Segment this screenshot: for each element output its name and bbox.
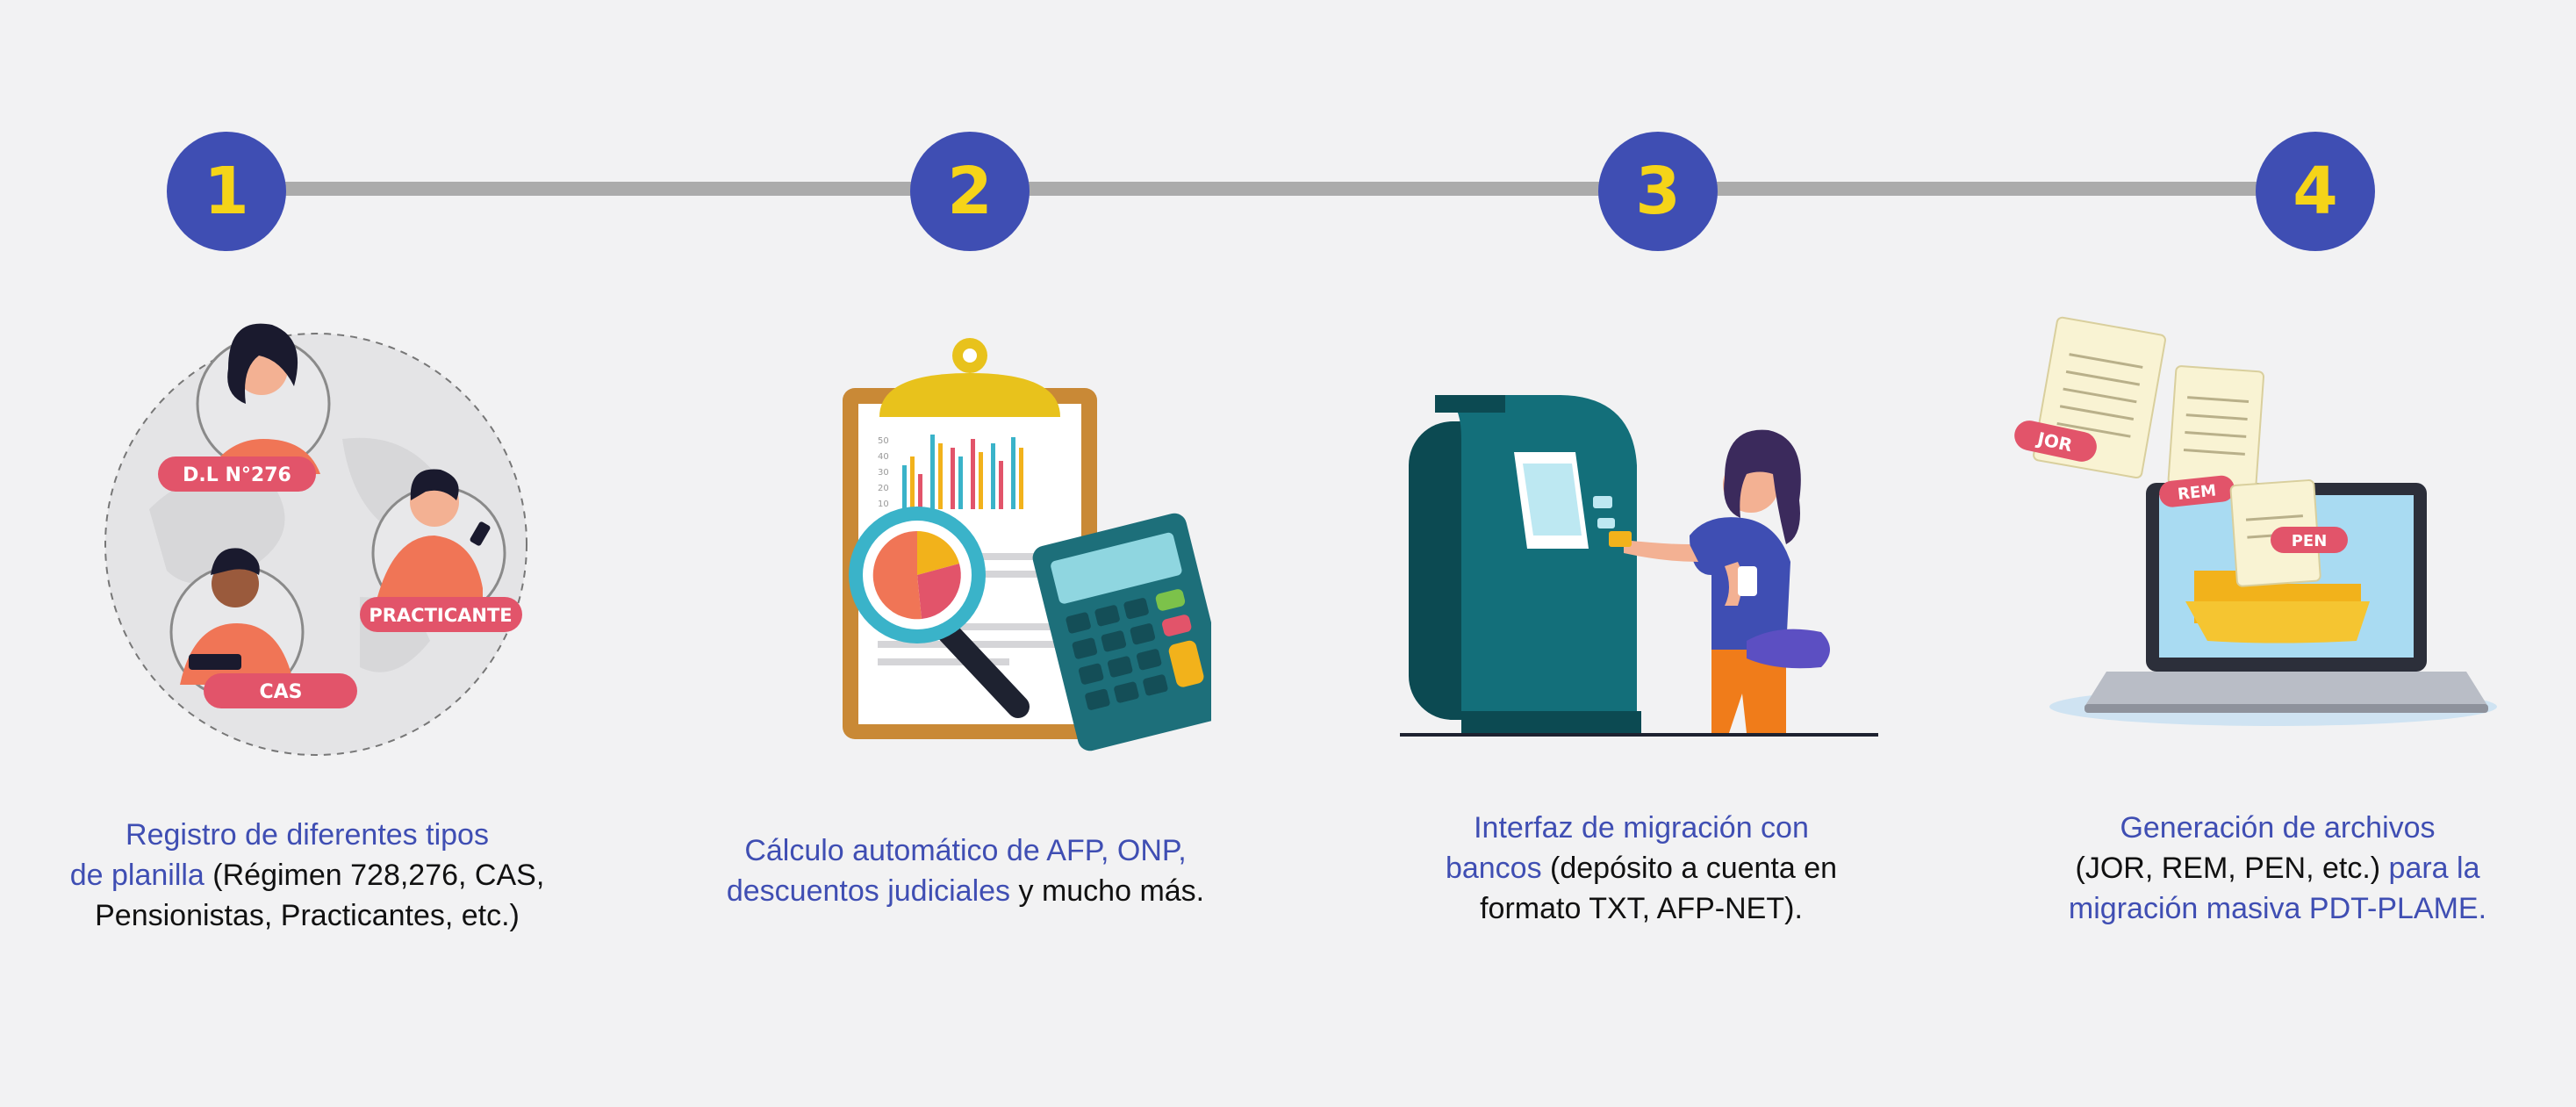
atm-screen	[1523, 464, 1582, 536]
badge-pen: PEN	[2271, 527, 2348, 553]
folder-icon	[2185, 571, 2370, 643]
caption-highlight: Generación de archivos	[2120, 811, 2436, 845]
svg-text:20: 20	[878, 484, 889, 493]
caption-text: Pensionistas, Practicantes, etc.)	[95, 899, 520, 932]
person-top-avatar	[196, 323, 331, 474]
caption-highlight: Interfaz de migración con	[1474, 811, 1809, 845]
document-rem	[2167, 365, 2265, 491]
badge-cas: CAS	[204, 673, 357, 708]
people-globe-illustration: D.L N°276 PRACTICANTE CAS	[104, 323, 527, 756]
clipboard-calculator-illustration: 50 40 30 20 10	[843, 338, 1211, 751]
step-4-circle: 4	[2256, 132, 2375, 251]
svg-text:REM: REM	[2177, 481, 2217, 503]
waist-bag	[1747, 629, 1830, 669]
step-2-circle: 2	[910, 132, 1030, 251]
mini-bar-chart	[902, 435, 1023, 509]
svg-text:CAS: CAS	[259, 681, 302, 703]
woman-figure	[1609, 429, 1830, 733]
caption-text: formato TXT, AFP-NET).	[1480, 892, 1803, 925]
svg-text:40: 40	[878, 452, 889, 462]
caption-highlight: Registro de diferentes tipos	[126, 818, 489, 852]
laptop-files-illustration: JOR REM PEN	[2014, 316, 2497, 726]
step-3-circle: 3	[1598, 132, 1718, 251]
svg-text:D.L N°276: D.L N°276	[183, 464, 291, 486]
badge-dl-276: D.L N°276	[158, 456, 316, 492]
clipboard-clip	[879, 373, 1060, 417]
person-right-avatar	[371, 469, 506, 621]
svg-text:PEN: PEN	[2292, 532, 2328, 550]
step-3-caption: Interfaz de migración con bancos (depósi…	[1369, 808, 1913, 929]
person-bottom-avatar	[169, 548, 305, 700]
caption-highlight: migración masiva PDT-PLAME.	[2068, 892, 2487, 925]
caption-highlight: Cálculo automático de AFP, ONP,	[744, 834, 1187, 867]
svg-text:PRACTICANTE: PRACTICANTE	[369, 605, 512, 626]
magnifier-icon	[849, 507, 1030, 718]
atm-body	[1435, 395, 1637, 720]
svg-text:50: 50	[878, 436, 889, 446]
laptop-base	[2084, 672, 2488, 707]
badge-practicante: PRACTICANTE	[360, 597, 522, 632]
caption-text: (depósito a cuenta en	[1541, 852, 1838, 885]
step-2-caption: Cálculo automático de AFP, ONP, descuent…	[641, 830, 1290, 911]
svg-text:10: 10	[878, 500, 889, 509]
timeline-connector	[226, 182, 2315, 196]
atm-woman-illustration	[1400, 395, 1878, 737]
caption-highlight: bancos	[1445, 852, 1542, 885]
caption-text: (JOR, REM, PEN, etc.)	[2075, 852, 2381, 885]
badge-rem: REM	[2159, 475, 2235, 507]
caption-text: (Régimen 728,276, CAS,	[204, 859, 545, 892]
caption-highlight: descuentos judiciales	[726, 874, 1011, 908]
calculator-icon	[1032, 513, 1211, 751]
step-1-caption: Registro de diferentes tipos de planilla…	[35, 815, 579, 936]
caption-text: y mucho más.	[1010, 874, 1205, 908]
chart-ticks: 50 40 30 20 10	[878, 436, 889, 509]
step-1-circle: 1	[167, 132, 286, 251]
step-4-caption: Generación de archivos (JOR, REM, PEN, e…	[2006, 808, 2550, 929]
caption-highlight: para la	[2380, 852, 2480, 885]
badge-jor: JOR	[2014, 421, 2097, 462]
svg-text:30: 30	[878, 468, 889, 478]
caption-highlight: de planilla	[69, 859, 205, 892]
